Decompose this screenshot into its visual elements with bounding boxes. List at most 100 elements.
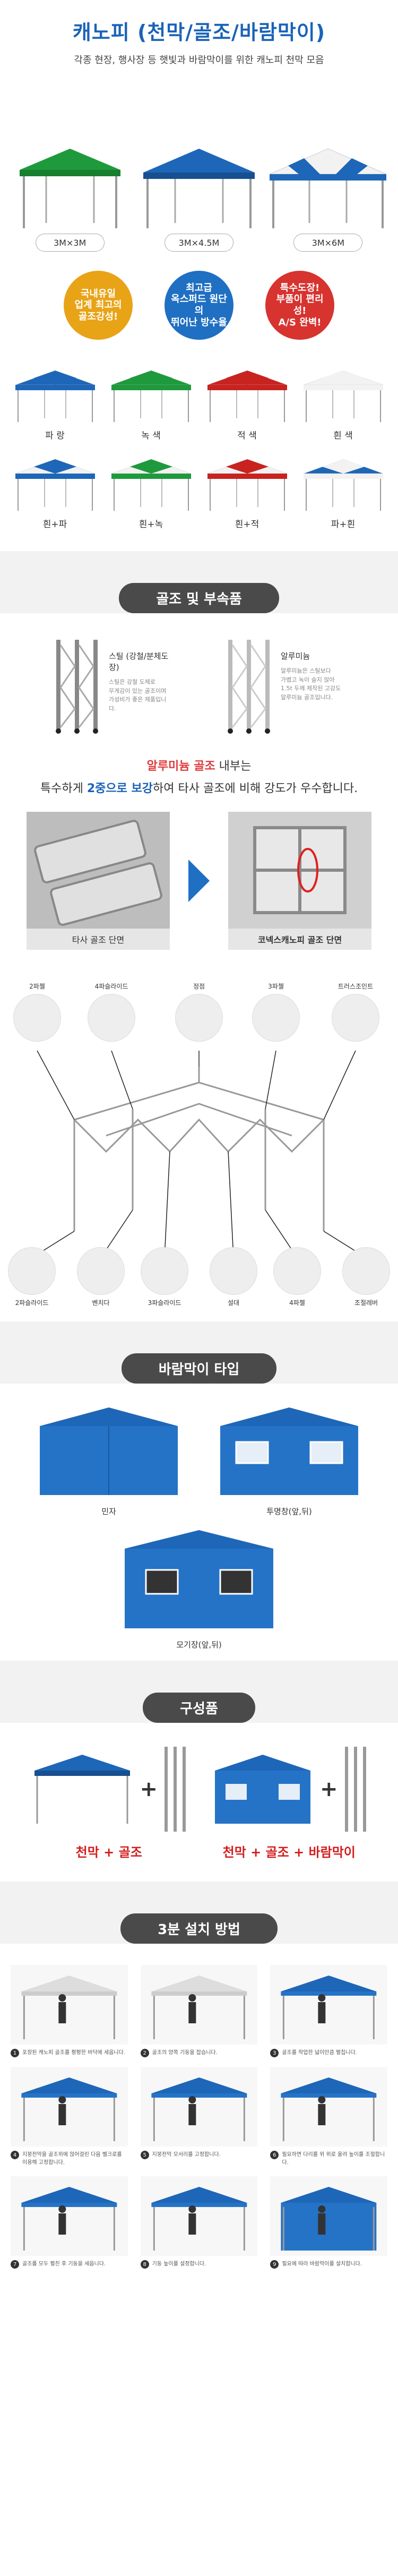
tent-size-card: 3M×6M (267, 133, 390, 255)
page-subtitle: 각종 현장, 행사장 등 햇빛과 바람막이를 위한 캐노피 천막 모음 (74, 55, 324, 66)
tent-setup-icon (281, 2077, 377, 2141)
tent-setup-icon (281, 2187, 377, 2251)
components-section: + 천막 + 골조 + (0, 1723, 398, 1882)
part-label: 벤치다 (92, 1299, 110, 1307)
install-step-number: 1 (11, 2049, 19, 2057)
aluminum-line2-post: 하여 타사 골조에 비해 강도가 우수합니다. (153, 782, 358, 795)
tent-setup-icon (21, 2187, 117, 2251)
walls-section-header: 바람막이 타입 (0, 1321, 398, 1384)
part-label: 4파첼 (289, 1299, 305, 1307)
tent-size-card: 3M×3M (8, 133, 131, 255)
tent-color-icon (303, 370, 383, 422)
install-step-number: 4 (11, 2151, 19, 2159)
install-step-number: 3 (270, 2049, 279, 2057)
wall-label: 민자 (101, 1507, 116, 1516)
aluminum-frame-title: 알루미늄 (281, 651, 310, 661)
aluminum-highlight: 알루미늄 골조 (146, 760, 215, 773)
component-set: + 천막 + 골조 (29, 1744, 188, 1860)
install-step-text: 골조의 양쪽 기둥을 잡습니다. (152, 2050, 218, 2056)
tent-setup-icon (21, 1976, 117, 2039)
wall-row: 민자 투명창(앞,뒤) (0, 1405, 398, 1517)
part-label: 2파슬라이드 (15, 1299, 49, 1307)
part-callout: 조절레버 (340, 1247, 393, 1307)
part-photo (141, 1247, 188, 1295)
color-label: 녹 색 (141, 431, 161, 441)
components-section-header: 구성품 (0, 1661, 398, 1723)
page-title: 캐노피 (천막/골조/바람막이) (72, 21, 326, 44)
section-title: 구성품 (143, 1693, 255, 1723)
install-step-image (270, 2176, 387, 2256)
install-step-text: 지붕천막 모서리를 고정합니다. (152, 2152, 221, 2158)
color-option: 흰+녹 (107, 455, 195, 530)
aluminum-line2-bold: 2중으로 보강 (86, 782, 153, 795)
part-callout: 3파첼 (249, 982, 302, 1042)
cross-section-other: 타사 골조 단면 (27, 812, 170, 950)
color-label: 흰+적 (235, 519, 259, 530)
wall-label: 투명창(앞,뒤) (266, 1507, 312, 1516)
section-title: 바람막이 타입 (121, 1353, 277, 1384)
install-step-image (140, 2176, 258, 2256)
install-step-image (11, 2176, 128, 2256)
white-blue-tent-icon (270, 148, 387, 228)
install-step-image (140, 2067, 258, 2146)
folded-frame-icon (344, 1747, 366, 1832)
color-option: 흰+파 (11, 455, 99, 530)
folded-frame-icon (165, 1747, 186, 1832)
install-step-number: 9 (270, 2260, 279, 2269)
tent-setup-icon (21, 2077, 117, 2141)
arrow-right-icon (188, 860, 210, 902)
section-title: 3분 설치 방법 (120, 1913, 278, 1944)
component-row: + 천막 + 골조 + (0, 1744, 398, 1860)
tent-color-icon (15, 370, 95, 422)
install-section-header: 3분 설치 방법 (0, 1882, 398, 1944)
aluminum-frame-icon (228, 640, 270, 734)
install-step-text: 지붕천막을 골조위에 얹어걸린 다음 벨크로를 이용해 고정합니다. (22, 2152, 122, 2166)
green-tent-icon (19, 149, 120, 228)
cross-section-ours-image (228, 812, 371, 929)
install-step-image (270, 2067, 387, 2146)
color-option: 녹 색 (107, 366, 195, 441)
blank-wall-tent-icon (40, 1407, 178, 1495)
part-photo (13, 994, 61, 1042)
color-label: 적 색 (237, 431, 257, 441)
install-step-image (270, 1965, 387, 2045)
color-label: 파+흰 (331, 519, 356, 530)
part-callout: 트러스조인트 (329, 982, 382, 1042)
frames-section: 스틸 (강철/분체도장) 스틸은 강철 도체로 무게감이 있는 골조이며 가성비… (0, 613, 398, 982)
install-step-number: 8 (140, 2260, 149, 2269)
tent-size-label: 3M×4.5M (164, 234, 233, 252)
part-photo (332, 994, 379, 1042)
walls-section: 민자 투명창(앞,뒤) 모기장(앞,뒤) (0, 1384, 398, 1661)
part-label: 조절레버 (354, 1299, 378, 1307)
tent-color-icon (15, 459, 95, 511)
wall-type: 민자 (29, 1405, 188, 1517)
color-label: 흰+파 (42, 519, 67, 530)
part-photo (210, 1247, 257, 1295)
tent-setup-icon (151, 1976, 247, 2039)
feature-badges: 국내유일 업계 최고의 골조강성! 최고급 옥스퍼드 원단의 뛰어난 방수율 특… (0, 255, 398, 350)
aluminum-line2-pre: 특수하게 (40, 782, 87, 795)
color-option: 파+흰 (299, 455, 387, 530)
tent-size-label: 3M×6M (293, 234, 363, 252)
cross-section-ours: 코넥스캐노피 골조 단면 (228, 812, 371, 950)
steel-frame-desc: 스틸은 강철 도체로 무게감이 있는 골조이며 가성비가 좋은 제품입니다. (109, 679, 167, 712)
wall-type: 투명창(앞,뒤) (210, 1405, 369, 1517)
part-photo (77, 1247, 125, 1295)
wall-row: 모기장(앞,뒤) (0, 1527, 398, 1650)
aluminum-frame: 알루미늄 알루미늄은 스틸보다 가볍고 녹이 슬지 않아 1.5t 두께 제작된… (226, 634, 344, 735)
part-label: 2파첼 (29, 983, 45, 990)
install-step-number: 6 (270, 2151, 279, 2159)
part-callout: 정점 (172, 982, 226, 1042)
part-label: 3파첼 (268, 983, 284, 990)
color-label: 파 랑 (45, 431, 65, 441)
